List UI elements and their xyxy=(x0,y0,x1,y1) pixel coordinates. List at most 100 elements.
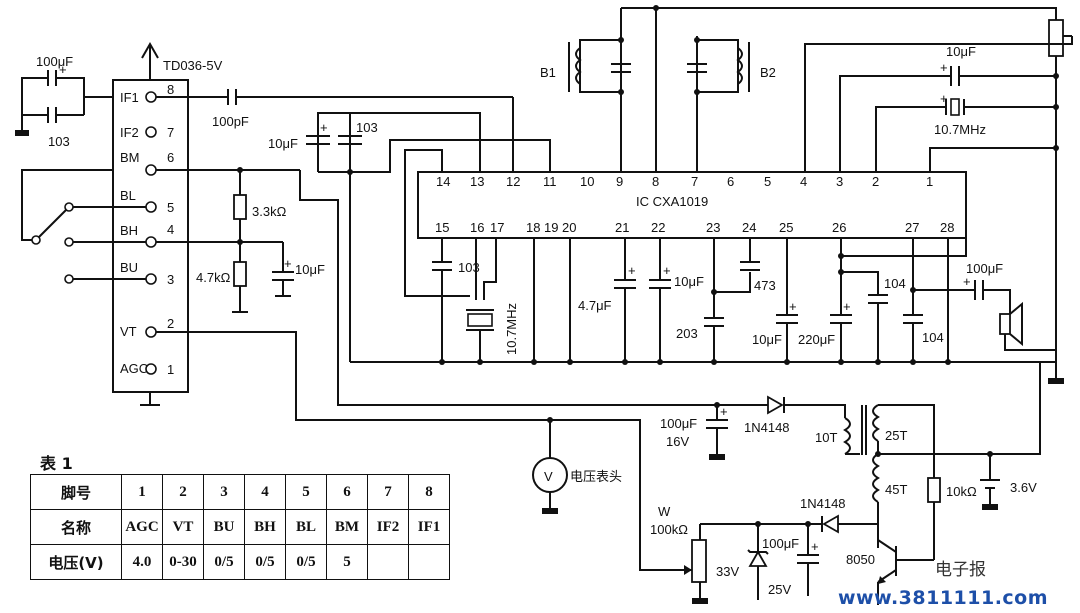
website-link[interactable]: www.3811111.com xyxy=(838,587,1049,609)
svg-text:+: + xyxy=(663,263,671,278)
label-3v6: 3.6V xyxy=(1010,480,1037,495)
table-cell: BL xyxy=(285,509,327,545)
cap-10uf-c: + 10μF xyxy=(839,44,1056,172)
watermark: 电子报 xyxy=(935,560,986,580)
ic-pin-22: 22 xyxy=(651,220,665,235)
ic-pin-15: 15 xyxy=(435,220,449,235)
label-203: 203 xyxy=(676,326,698,341)
table-cell: VT xyxy=(162,509,204,545)
pin-num-8: 8 xyxy=(167,82,174,97)
pin-voltage-table: 脚号 1 2 3 4 5 6 7 8 名称 AGC VT BU BH BL BM… xyxy=(30,474,450,580)
table-cell: 8 xyxy=(408,474,450,510)
pin-num-2: 2 xyxy=(167,316,174,331)
ic-pin-12: 12 xyxy=(506,174,520,189)
pin-label-bu: BU xyxy=(120,260,138,275)
ic-pin-25: 25 xyxy=(779,220,793,235)
ic-pin-6: 6 xyxy=(727,174,734,189)
label-104-a: 104 xyxy=(884,276,906,291)
label-33v: 33V xyxy=(716,564,739,579)
speaker-icon xyxy=(999,301,1056,351)
ic-pin-5: 5 xyxy=(764,174,771,189)
tuner-name: TD036-5V xyxy=(163,58,223,73)
table-cell: 5 xyxy=(285,474,327,510)
bias-network: 3.3kΩ 4.7kΩ + 10μF xyxy=(156,167,700,406)
ic-name: IC CXA1019 xyxy=(636,194,708,209)
cap-10uf-103: + 10μF 103 xyxy=(268,112,551,362)
label-100uf-16v-b: 16V xyxy=(666,434,689,449)
bias-10k-battery: 10kΩ 3.6V xyxy=(906,454,1037,561)
pin-label-bh: BH xyxy=(120,223,138,238)
ic-cxa1019: IC CXA1019 14 13 12 11 10 9 8 7 6 5 4 3 … xyxy=(417,171,967,239)
table-cell: 4 xyxy=(244,474,286,510)
table-cell: BM xyxy=(326,509,368,545)
label-w: W xyxy=(658,504,671,519)
pin-num-5: 5 xyxy=(167,200,174,215)
svg-text:+: + xyxy=(284,256,292,271)
label-1n4148-b: 1N4148 xyxy=(800,496,846,511)
label-100uf-25v-a: 100μF xyxy=(762,536,799,551)
label-3k3: 3.3kΩ xyxy=(252,204,287,219)
ic-pin-8: 8 xyxy=(652,174,659,189)
band-switch xyxy=(21,169,146,284)
ic-pin-1: 1 xyxy=(926,174,933,189)
label-4k7: 4.7kΩ xyxy=(196,270,231,285)
label-103-b: 103 xyxy=(458,260,480,275)
table-cell: 0/5 xyxy=(285,544,327,580)
label-10uf-c: 10μF xyxy=(946,44,976,59)
row-head: 脚号 xyxy=(30,474,122,510)
table-cell: BU xyxy=(203,509,245,545)
label-25t: 25T xyxy=(885,428,907,443)
table-cell xyxy=(367,544,409,580)
row-head: 电压(V) xyxy=(30,544,122,580)
ic-pin-27: 27 xyxy=(905,220,919,235)
table-row: 名称 AGC VT BU BH BL BM IF2 IF1 xyxy=(30,509,450,545)
ic-pin-24: 24 xyxy=(742,220,756,235)
ic-top-wires xyxy=(404,92,698,297)
tuner-pins: IF1 8 IF2 7 BM 6 BL 5 BH 4 BU 3 VT 2 AGC… xyxy=(120,82,174,377)
rectifier-top: + 100μF 16V 1N4148 xyxy=(660,395,846,460)
pin-num-1: 1 xyxy=(167,362,174,377)
cap-100pf: 100pF xyxy=(156,89,514,172)
label-10t: 10T xyxy=(815,430,837,445)
ic-pin-14: 14 xyxy=(436,174,450,189)
pin-num-4: 4 xyxy=(167,222,174,237)
table-cell: 3 xyxy=(203,474,245,510)
table-cell xyxy=(408,544,450,580)
label-103-left: 103 xyxy=(48,134,70,149)
table-cell: BH xyxy=(244,509,286,545)
label-meter: 电压表头 xyxy=(570,469,622,484)
ic-pin-23: 23 xyxy=(706,220,720,235)
label-10uf-d: 10μF xyxy=(674,274,704,289)
label-8050: 8050 xyxy=(846,552,875,567)
ic-pin-28: 28 xyxy=(940,220,954,235)
ic-pin-17: 17 xyxy=(490,220,504,235)
label-100k: 100kΩ xyxy=(650,522,688,537)
table-cell: 7 xyxy=(367,474,409,510)
ic-pin-10: 10 xyxy=(580,174,594,189)
svg-text:+: + xyxy=(963,274,971,289)
ic-pin-18: 18 xyxy=(526,220,540,235)
svg-text:+: + xyxy=(811,539,819,554)
table-title: 表 1 xyxy=(40,454,73,473)
row-head: 名称 xyxy=(30,509,122,545)
pin-label-vt: VT xyxy=(120,324,137,339)
meter-symbol: V xyxy=(544,469,553,484)
table-cell: IF1 xyxy=(408,509,450,545)
table-cell: 4.0 xyxy=(121,544,163,580)
pin-num-6: 6 xyxy=(167,150,174,165)
transformer: 10T 25T 45T xyxy=(815,362,1041,548)
label-100pf: 100pF xyxy=(212,114,249,129)
svg-text:+: + xyxy=(940,91,948,106)
ic-pin-7: 7 xyxy=(691,174,698,189)
table-cell: IF2 xyxy=(367,509,409,545)
label-xtal-bottom: 10.7MHz xyxy=(504,303,519,355)
ic-pin-19: 19 xyxy=(544,220,558,235)
pin-label-bm: BM xyxy=(120,150,140,165)
svg-text:+: + xyxy=(789,299,797,314)
ic-pin-11: 11 xyxy=(543,174,557,189)
tuning-supply: 1N4148 W 100kΩ 33V + 100μF 25V 8050 xyxy=(640,496,906,605)
ic-bottom-wires: 103 10.7MHz + 4.7μF + 10μF xyxy=(350,238,1064,384)
ic-pin-21: 21 xyxy=(615,220,629,235)
label-b1: B1 xyxy=(540,65,556,80)
